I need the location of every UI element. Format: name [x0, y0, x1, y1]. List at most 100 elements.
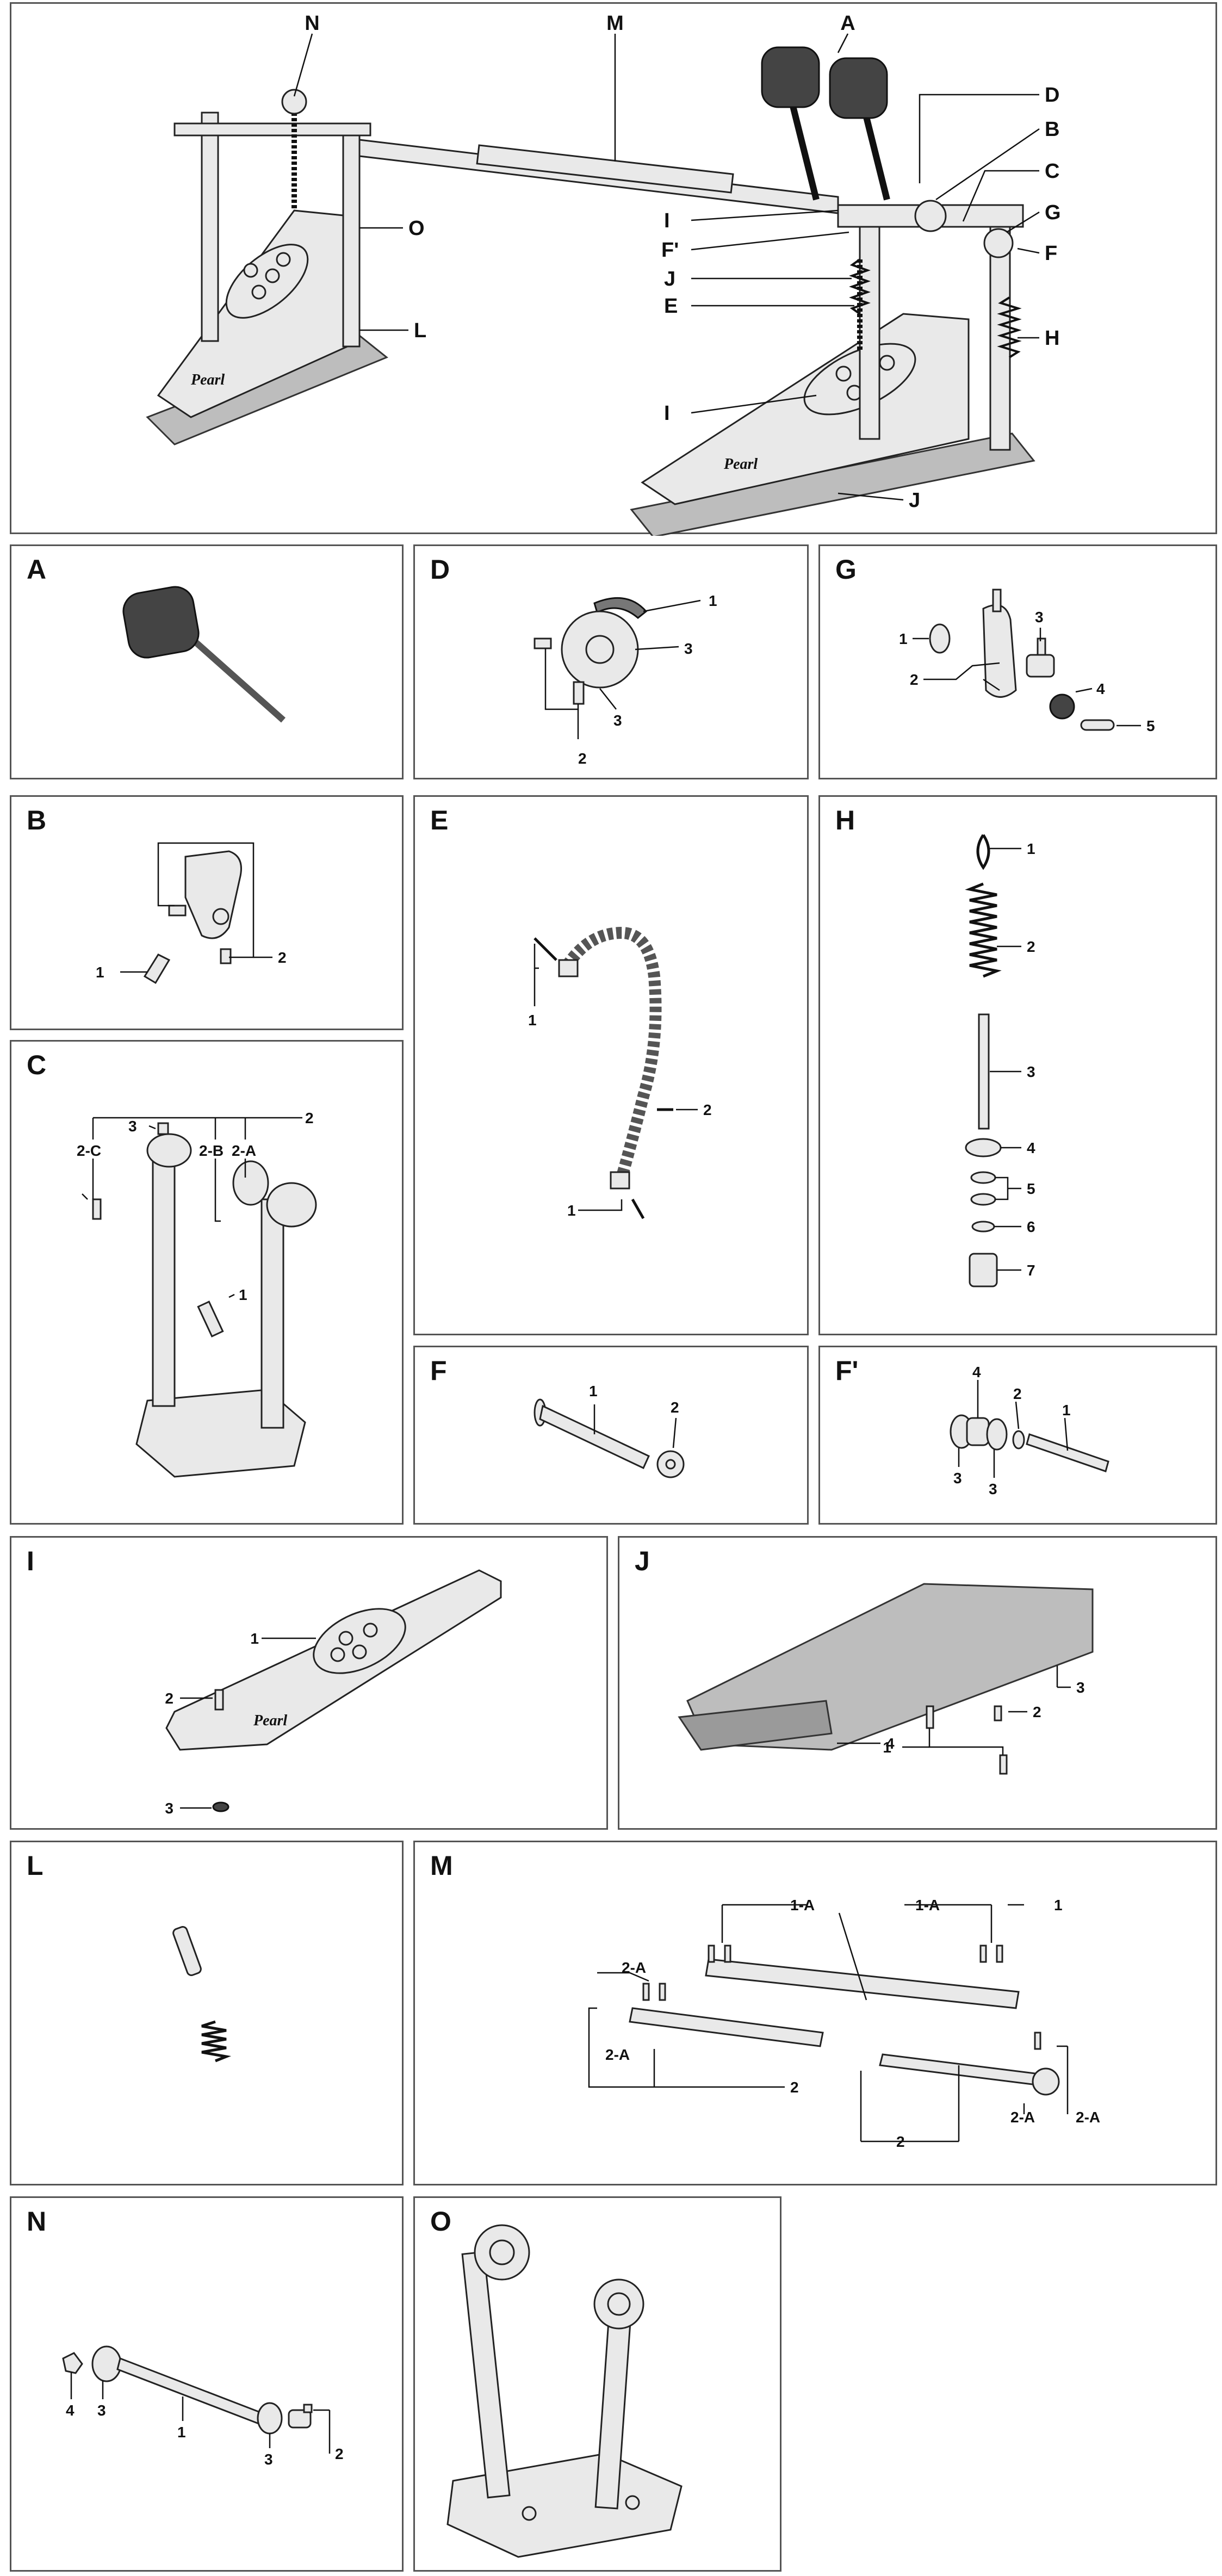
- panel-j-label-1: 1: [883, 1739, 891, 1756]
- panel-a: A: [10, 544, 404, 779]
- panel-j-label-4: 4: [886, 1735, 895, 1752]
- panel-f-title: F: [430, 1355, 447, 1386]
- baseplate-drawing: 3 2 4 1: [678, 1583, 1094, 1775]
- panel-i-title: I: [27, 1546, 34, 1576]
- hinge-bearing-drawing: 4 2 1 3 3: [950, 1364, 1109, 1497]
- panel-b-label-1: 1: [96, 964, 104, 981]
- panel-m-label-2a-bottom: 2-A: [1010, 2109, 1035, 2126]
- panel-j: J 3 2 4 1: [618, 1536, 1217, 1830]
- callout-g: G: [1045, 201, 1061, 224]
- sprocket-shaft-drawing: 4 3 1 3 2: [62, 2345, 344, 2468]
- panel-h: H 1 2 3 4 5 6 7: [818, 795, 1217, 1335]
- panel-j-title: J: [635, 1546, 650, 1576]
- panel-n-label-1: 1: [177, 2424, 186, 2441]
- panel-c: C 2 2-C 3 2-B 2-A 1: [10, 1040, 404, 1525]
- panel-fp-label-1: 1: [1062, 1402, 1071, 1419]
- panel-i-label-3: 3: [165, 1800, 173, 1817]
- stopper-screw-drawing: [172, 1926, 232, 2063]
- overview-brand-left: Pearl: [190, 371, 225, 388]
- callout-d: D: [1045, 84, 1059, 107]
- panel-i-brand: Pearl: [253, 1712, 287, 1729]
- panel-h-label-7: 7: [1027, 1262, 1035, 1279]
- callout-l: L: [414, 319, 426, 342]
- panel-b-title: B: [27, 805, 47, 835]
- panel-m: M 1-A 1-A 1 2-A 2-A 2 2 2-A 2-A: [413, 1841, 1217, 2185]
- panel-g: G 1 2 3 4 5: [818, 544, 1217, 779]
- panel-g-label-4: 4: [1096, 680, 1105, 697]
- panel-fp-label-2: 2: [1013, 1385, 1022, 1402]
- callout-f: F: [1045, 242, 1057, 265]
- spring-assembly-drawing: 1 2 3 4 5 6 7: [965, 834, 1035, 1287]
- panel-c-label-1: 1: [239, 1286, 247, 1303]
- panel-h-label-2: 2: [1027, 938, 1035, 955]
- panel-i-label-2: 2: [165, 1690, 173, 1707]
- overview-panel: N M A D B C G F I F' J E H I J O L Pearl…: [10, 2, 1217, 536]
- panel-c-label-2c: 2-C: [77, 1142, 101, 1159]
- panel-m-title: M: [430, 1850, 453, 1881]
- panel-e-label-1a: 1: [528, 1012, 537, 1029]
- panel-fp-label-3a: 3: [953, 1470, 962, 1487]
- connecting-rod-drawing: 1-A 1-A 1 2-A 2-A 2 2 2-A 2-A: [588, 1897, 1100, 2150]
- panel-d-label-3b: 3: [613, 712, 622, 729]
- panel-h-label-6: 6: [1027, 1218, 1035, 1235]
- panel-h-title: H: [835, 805, 855, 835]
- callout-n: N: [305, 12, 319, 35]
- footboard-drawing: 1 2 3 Pearl: [165, 1569, 502, 1817]
- chain-drawing: 1 2 1: [528, 926, 712, 1219]
- panel-c-label-3: 3: [128, 1118, 137, 1135]
- panel-g-label-3: 3: [1035, 609, 1044, 626]
- panel-h-label-3: 3: [1027, 1063, 1035, 1080]
- overview-brand-right: Pearl: [723, 456, 758, 473]
- panel-b: B 1 2: [10, 795, 404, 1030]
- frame-drawing: 2 2-C 3 2-B 2-A 1: [77, 1110, 317, 1478]
- connecting-shaft: [358, 139, 839, 214]
- panel-m-label-2a-top: 2-A: [622, 1959, 646, 1976]
- panel-c-label-2b: 2-B: [199, 1142, 224, 1159]
- callout-m: M: [606, 12, 624, 35]
- panel-fp-label-3b: 3: [989, 1481, 997, 1497]
- panel-m-label-1: 1: [1054, 1897, 1063, 1914]
- callout-f-prime: F': [661, 239, 679, 262]
- panel-n-label-4: 4: [66, 2402, 75, 2419]
- panel-e-label-2: 2: [703, 1101, 712, 1118]
- panel-l-title: L: [27, 1850, 44, 1881]
- panel-e-title: E: [430, 805, 449, 835]
- callout-i-bottom: I: [664, 402, 670, 425]
- panel-d-label-2: 2: [578, 750, 587, 767]
- callout-c: C: [1045, 160, 1059, 183]
- panel-g-title: G: [835, 554, 857, 585]
- panel-c-title: C: [27, 1050, 47, 1080]
- callout-e: E: [664, 295, 678, 318]
- panel-h-label-4: 4: [1027, 1140, 1035, 1156]
- panel-n-label-2: 2: [335, 2445, 344, 2462]
- panel-i-label-1: 1: [250, 1630, 259, 1647]
- panel-d: D 1 2 3 3: [413, 544, 809, 779]
- callout-b: B: [1045, 118, 1059, 141]
- panel-e: E 1 2 1: [413, 795, 809, 1335]
- panel-d-label-3a: 3: [684, 640, 693, 657]
- panel-fp-label-4: 4: [972, 1364, 981, 1380]
- frame-left-drawing: [446, 2224, 683, 2558]
- panel-f-label-2: 2: [671, 1399, 679, 1416]
- panel-h-label-5: 5: [1027, 1180, 1035, 1197]
- panel-l: L: [10, 1841, 404, 2185]
- panel-g-label-2: 2: [910, 671, 919, 688]
- panel-c-label-2: 2: [305, 1110, 314, 1126]
- panel-g-label-1: 1: [899, 630, 908, 647]
- panel-h-label-1: 1: [1027, 840, 1035, 857]
- panel-o: O: [413, 2196, 781, 2572]
- callout-i-top: I: [664, 209, 670, 232]
- hinge-shaft-drawing: 1 2: [534, 1383, 685, 1478]
- panel-o-title: O: [430, 2206, 451, 2237]
- panel-m-label-2-upper: 2: [790, 2079, 799, 2096]
- panel-e-label-1b: 1: [567, 1202, 576, 1219]
- stopper-drawing: 1 2: [96, 842, 287, 984]
- panel-n: N 4 3 1 3 2: [10, 2196, 404, 2572]
- overview-callouts: [293, 33, 1040, 501]
- panel-m-label-2-lower: 2: [896, 2133, 905, 2150]
- callout-j-bottom: J: [909, 489, 920, 512]
- beater-drawing: [122, 586, 286, 723]
- panel-f: F 1 2: [413, 1346, 809, 1525]
- panel-a-title: A: [27, 554, 47, 585]
- panel-n-label-3a: 3: [97, 2402, 106, 2419]
